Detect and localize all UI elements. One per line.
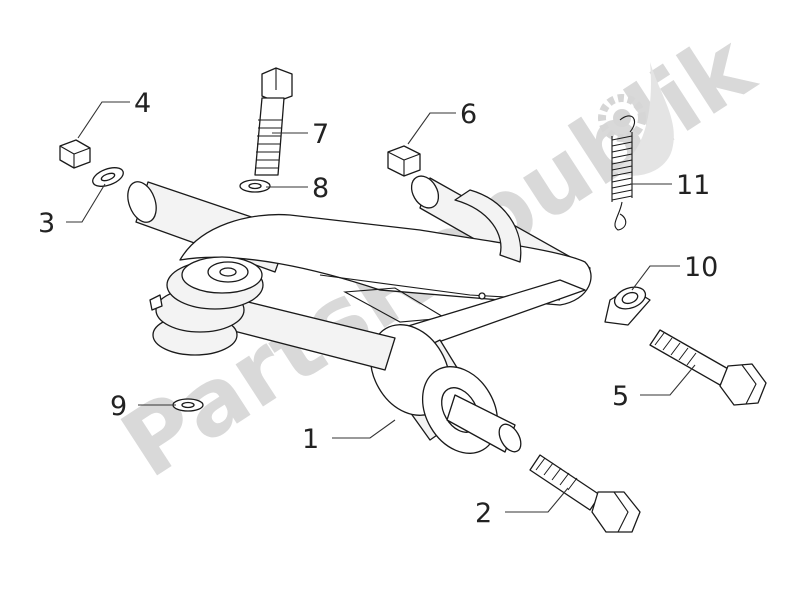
bolt-part-2 bbox=[529, 454, 641, 533]
callout-9: 9 bbox=[110, 391, 127, 422]
callout-3: 3 bbox=[38, 208, 55, 239]
callout-10: 10 bbox=[684, 252, 718, 283]
nut-part-6 bbox=[387, 145, 421, 177]
callout-5: 5 bbox=[612, 381, 629, 412]
spacer-part-10 bbox=[604, 286, 651, 326]
leader-1 bbox=[332, 419, 396, 439]
callout-11: 11 bbox=[676, 170, 710, 201]
callout-7: 7 bbox=[312, 119, 329, 150]
leader-lines bbox=[66, 101, 696, 513]
callout-4: 4 bbox=[134, 88, 151, 119]
callout-1: 1 bbox=[302, 424, 319, 455]
washer-part-8 bbox=[239, 179, 271, 193]
bolt-part-7 bbox=[254, 67, 293, 176]
swing-arm-fork bbox=[454, 189, 522, 263]
leader-2 bbox=[505, 487, 569, 513]
spring-part-11 bbox=[611, 115, 635, 231]
rubber-mount bbox=[149, 256, 264, 356]
leader-4 bbox=[77, 101, 130, 139]
washer-part-9 bbox=[172, 398, 204, 412]
leader-6 bbox=[407, 112, 456, 145]
callout-8: 8 bbox=[312, 173, 329, 204]
leader-10 bbox=[631, 265, 680, 291]
swing-arm-plate bbox=[179, 213, 592, 306]
nut-part-4 bbox=[59, 139, 91, 169]
washer-part-3 bbox=[92, 167, 124, 187]
callout-2: 2 bbox=[475, 498, 492, 529]
bolt-part-5 bbox=[649, 329, 767, 406]
callout-labels: 1 2 3 4 5 6 7 8 9 10 11 bbox=[38, 88, 718, 529]
callout-6: 6 bbox=[460, 99, 477, 130]
swing-arm-part-1 bbox=[127, 175, 592, 454]
leader-5 bbox=[640, 364, 696, 396]
leader-3 bbox=[66, 183, 106, 223]
watermark-drop-shape bbox=[612, 62, 674, 176]
